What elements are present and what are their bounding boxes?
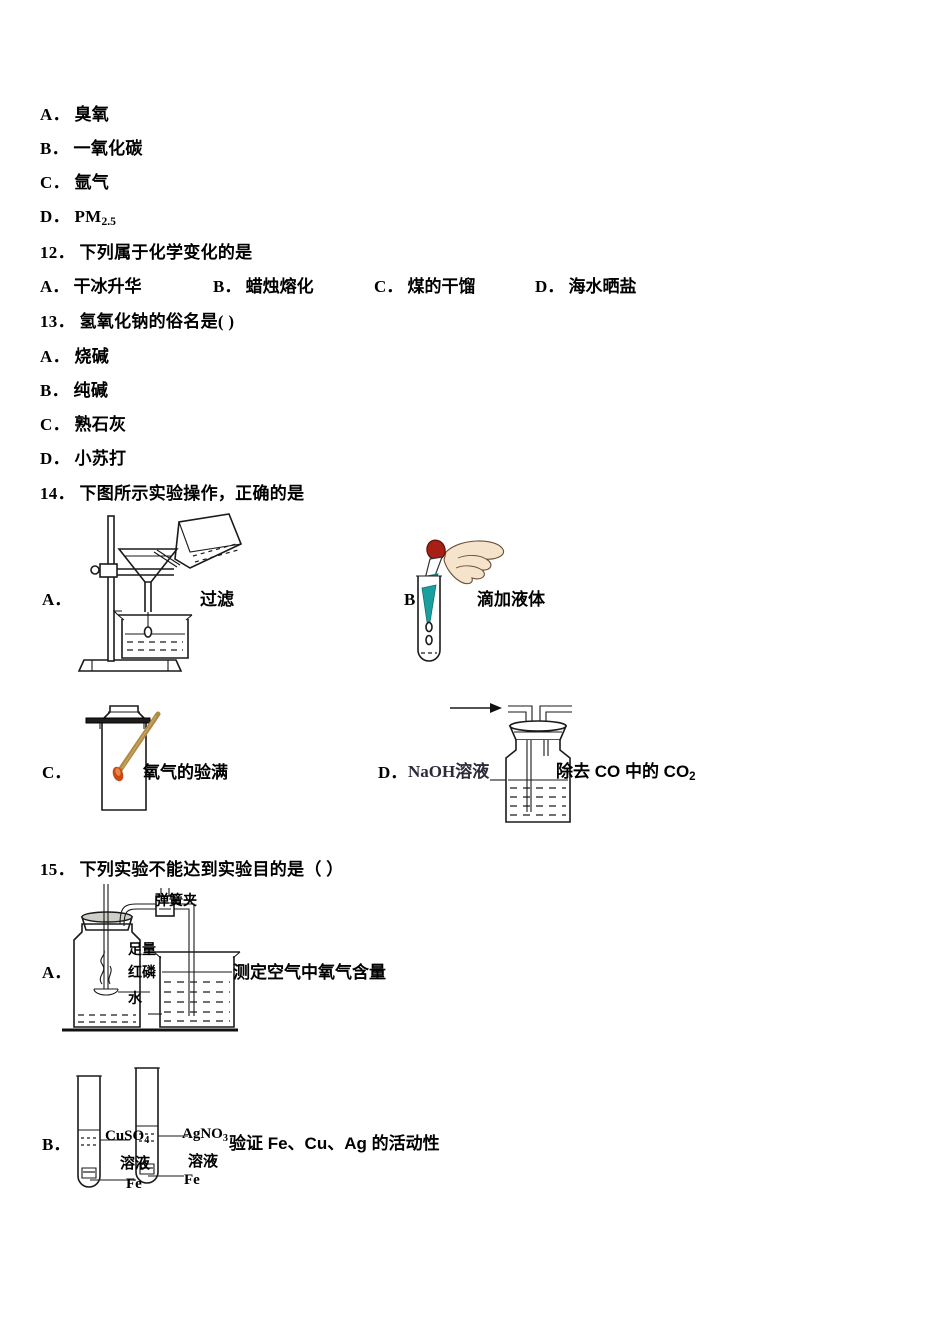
agno3-label: AgNO3: [182, 1126, 228, 1144]
q15-option-b-caption: 验证 Fe、Cu、Ag 的活动性: [229, 1134, 440, 1153]
cuso4-label: CuSO4: [105, 1128, 149, 1146]
q15-stem: 15． 下列实验不能达到实验目的是（ ）: [40, 855, 344, 880]
q12-option-b-label: B．: [213, 277, 242, 296]
q14-option-c-label: C．: [42, 763, 72, 782]
q12-option-c-label: C．: [374, 277, 404, 296]
q14-option-d-caption-text: 除去 CO 中的 CO: [556, 762, 690, 781]
q11-option-c: C． 氩气: [40, 168, 109, 193]
agno3-formula: AgNO: [182, 1126, 223, 1142]
q13-option-c: C． 熟石灰: [40, 410, 126, 435]
spring-clip-label: 弹簧夹: [155, 894, 197, 909]
filtration-apparatus-figure: [77, 512, 248, 677]
q12-option-d: D． 海水晒盐: [535, 272, 637, 297]
q15-option-a-label: A．: [42, 963, 72, 982]
q13-option-b: B． 纯碱: [40, 376, 108, 401]
q12-option-a-label: A．: [40, 277, 70, 296]
q13-option-c-label: C．: [40, 415, 70, 434]
q14-option-d-caption: 除去 CO 中的 CO2: [556, 757, 696, 783]
q11-option-b-text: 一氧化碳: [73, 139, 143, 158]
q11-option-a: A． 臭氧: [40, 100, 109, 125]
dropper-test-tube-figure: [408, 530, 528, 665]
q11-option-b-label: B．: [40, 139, 69, 158]
q12-option-b-text: 蜡烛熔化: [245, 277, 314, 296]
agno3-solution-word: 溶液: [188, 1153, 219, 1170]
cuso4-solution-word: 溶液: [120, 1155, 151, 1172]
q14-option-c-caption: 氧气的验满: [143, 763, 228, 782]
iron-label-right: Fe: [184, 1172, 200, 1188]
q15-option-a-caption: 测定空气中氧气含量: [233, 963, 386, 982]
q11-option-a-text: 臭氧: [74, 105, 110, 124]
q11-option-a-label: A．: [40, 105, 70, 124]
q11-option-c-label: C．: [40, 173, 70, 192]
q14-number: 14．: [40, 484, 75, 503]
q13-stem-text: 氢氧化钠的俗名是( ): [79, 312, 235, 331]
q14-option-d-caption-subscript: 2: [689, 771, 696, 784]
q12-option-c: C． 煤的干馏: [374, 272, 476, 297]
q11-option-b: B． 一氧化碳: [40, 134, 143, 159]
q15-stem-text: 下列实验不能达到实验目的是（ ）: [79, 860, 344, 879]
q14-option-a-label: A．: [42, 590, 72, 609]
q13-option-a: A． 烧碱: [40, 342, 109, 367]
q14-stem-text: 下图所示实验操作，正确的是: [79, 484, 305, 503]
red-phosphorus-label-line2: 红磷: [128, 966, 156, 981]
q12-option-b: B． 蜡烛熔化: [213, 272, 314, 297]
q11-option-d-subscript: 2.5: [101, 215, 116, 229]
q12-option-a-text: 干冰升华: [73, 277, 142, 296]
q15-option-b-label: B．: [42, 1135, 71, 1154]
q13-option-d-label: D．: [40, 449, 70, 468]
q11-option-d-label: D．: [40, 207, 70, 226]
q11-option-d-text: PM: [74, 207, 102, 226]
q13-option-d: D． 小苏打: [40, 444, 126, 469]
water-label: 水: [128, 992, 142, 1007]
q14-option-d-label: D．: [378, 763, 408, 782]
agno3-subscript: 3: [222, 1132, 228, 1144]
q14-option-a-caption: 过滤: [200, 590, 234, 609]
oxygen-fullness-test-figure: [80, 698, 210, 818]
q13-option-d-text: 小苏打: [74, 449, 127, 468]
naoh-solution-label: NaOH溶液: [408, 762, 490, 781]
q11-option-c-text: 氩气: [74, 173, 110, 192]
q13-number: 13．: [40, 312, 75, 331]
red-phosphorus-label-line1: 足量: [128, 943, 156, 958]
cuso4-formula: CuSO: [105, 1128, 145, 1144]
q14-option-b-caption: 滴加液体: [477, 590, 545, 609]
q13-option-a-label: A．: [40, 347, 70, 366]
air-oxygen-content-figure: [62, 884, 272, 1039]
q13-option-b-text: 纯碱: [73, 381, 109, 400]
q14-stem: 14． 下图所示实验操作，正确的是: [40, 479, 304, 504]
q12-option-d-text: 海水晒盐: [568, 277, 637, 296]
metal-activity-test-tubes-figure: [60, 1067, 240, 1198]
q13-option-c-text: 熟石灰: [74, 415, 127, 434]
q13-option-b-label: B．: [40, 381, 69, 400]
gas-washing-bottle-figure: [432, 694, 592, 829]
cuso4-subscript: 4: [144, 1134, 150, 1146]
q12-option-c-text: 煤的干馏: [407, 277, 476, 296]
q13-option-a-text: 烧碱: [74, 347, 110, 366]
q13-stem: 13． 氢氧化钠的俗名是( ): [40, 307, 234, 332]
q12-option-d-label: D．: [535, 277, 565, 296]
q11-option-d: D． PM2.5: [40, 202, 116, 228]
q12-stem: 12． 下列属于化学变化的是: [40, 238, 252, 263]
q15-number: 15．: [40, 860, 75, 879]
q12-number: 12．: [40, 243, 75, 262]
q12-option-a: A． 干冰升华: [40, 272, 142, 297]
iron-label-left: Fe: [126, 1176, 142, 1192]
q12-stem-text: 下列属于化学变化的是: [79, 243, 253, 262]
